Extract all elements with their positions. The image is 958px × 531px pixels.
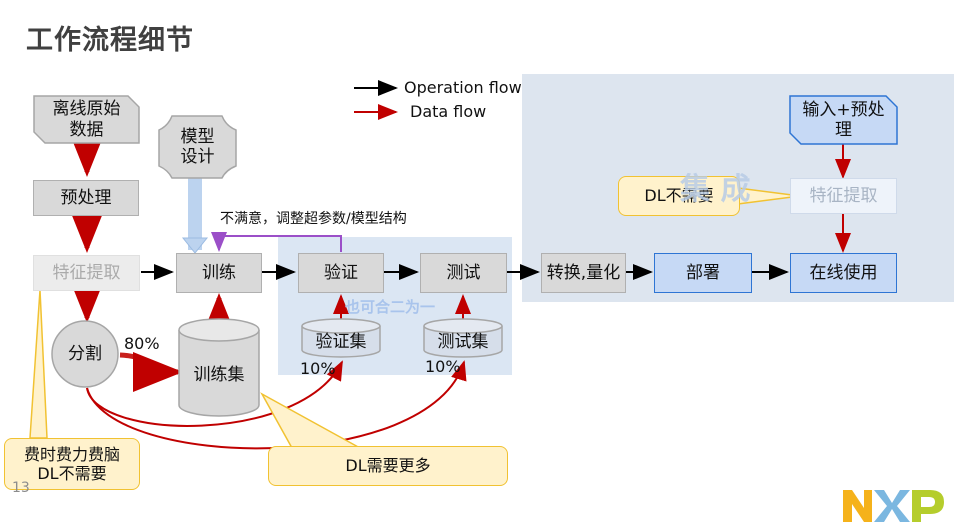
validate-node: 验证	[298, 253, 384, 293]
split-circle	[51, 320, 119, 388]
legend-operation-label: Operation flow	[404, 78, 522, 97]
raw-data-shape	[33, 95, 140, 144]
online-use-node: 在线使用	[790, 253, 897, 293]
integrate-watermark: 集 成	[680, 172, 751, 207]
convert-node: 转换,量化	[541, 253, 626, 293]
input-preprocess-node: 输入+预处 理	[802, 99, 885, 140]
val-set-label: 验证集	[315, 331, 367, 352]
val-set-cylinder	[301, 318, 381, 358]
page-number: 13	[12, 480, 30, 496]
test-node: 测试	[420, 253, 507, 293]
split-node: 分割	[68, 343, 102, 364]
pct-val-label: 10%	[300, 359, 336, 378]
model-design-shape	[158, 115, 237, 179]
legend-data-label: Data flow	[410, 102, 487, 121]
pct-train-label: 80%	[124, 334, 160, 353]
input-preprocess-shape	[789, 95, 898, 145]
merge-watermark: 也可合二为一	[345, 298, 436, 316]
train-set-cylinder	[178, 318, 260, 417]
raw-data-node: 离线原始 数据	[52, 99, 121, 140]
page-title: 工作流程细节	[26, 25, 194, 56]
callout-dl-needs-more: DL需要更多	[268, 446, 508, 486]
callout-costly: 费时费力费脑 DL不需要	[4, 438, 140, 490]
test-set-cylinder	[423, 318, 503, 358]
test-set-label: 测试集	[437, 331, 489, 352]
deploy-node: 部署	[654, 253, 752, 293]
train-set-label: 训练集	[193, 364, 245, 385]
feature-extract-right-node: 特征提取	[790, 178, 897, 214]
pct-test-label: 10%	[425, 357, 461, 376]
feature-extract-node: 特征提取	[33, 255, 140, 291]
model-design-node: 模型 设计	[180, 126, 215, 167]
train-node: 训练	[176, 253, 262, 293]
callout-dl-not-needed: DL不需要	[618, 176, 740, 216]
nxp-logo	[843, 490, 944, 522]
preprocess-node: 预处理	[33, 180, 139, 216]
feedback-label: 不满意，调整超参数/模型结构	[220, 211, 407, 227]
